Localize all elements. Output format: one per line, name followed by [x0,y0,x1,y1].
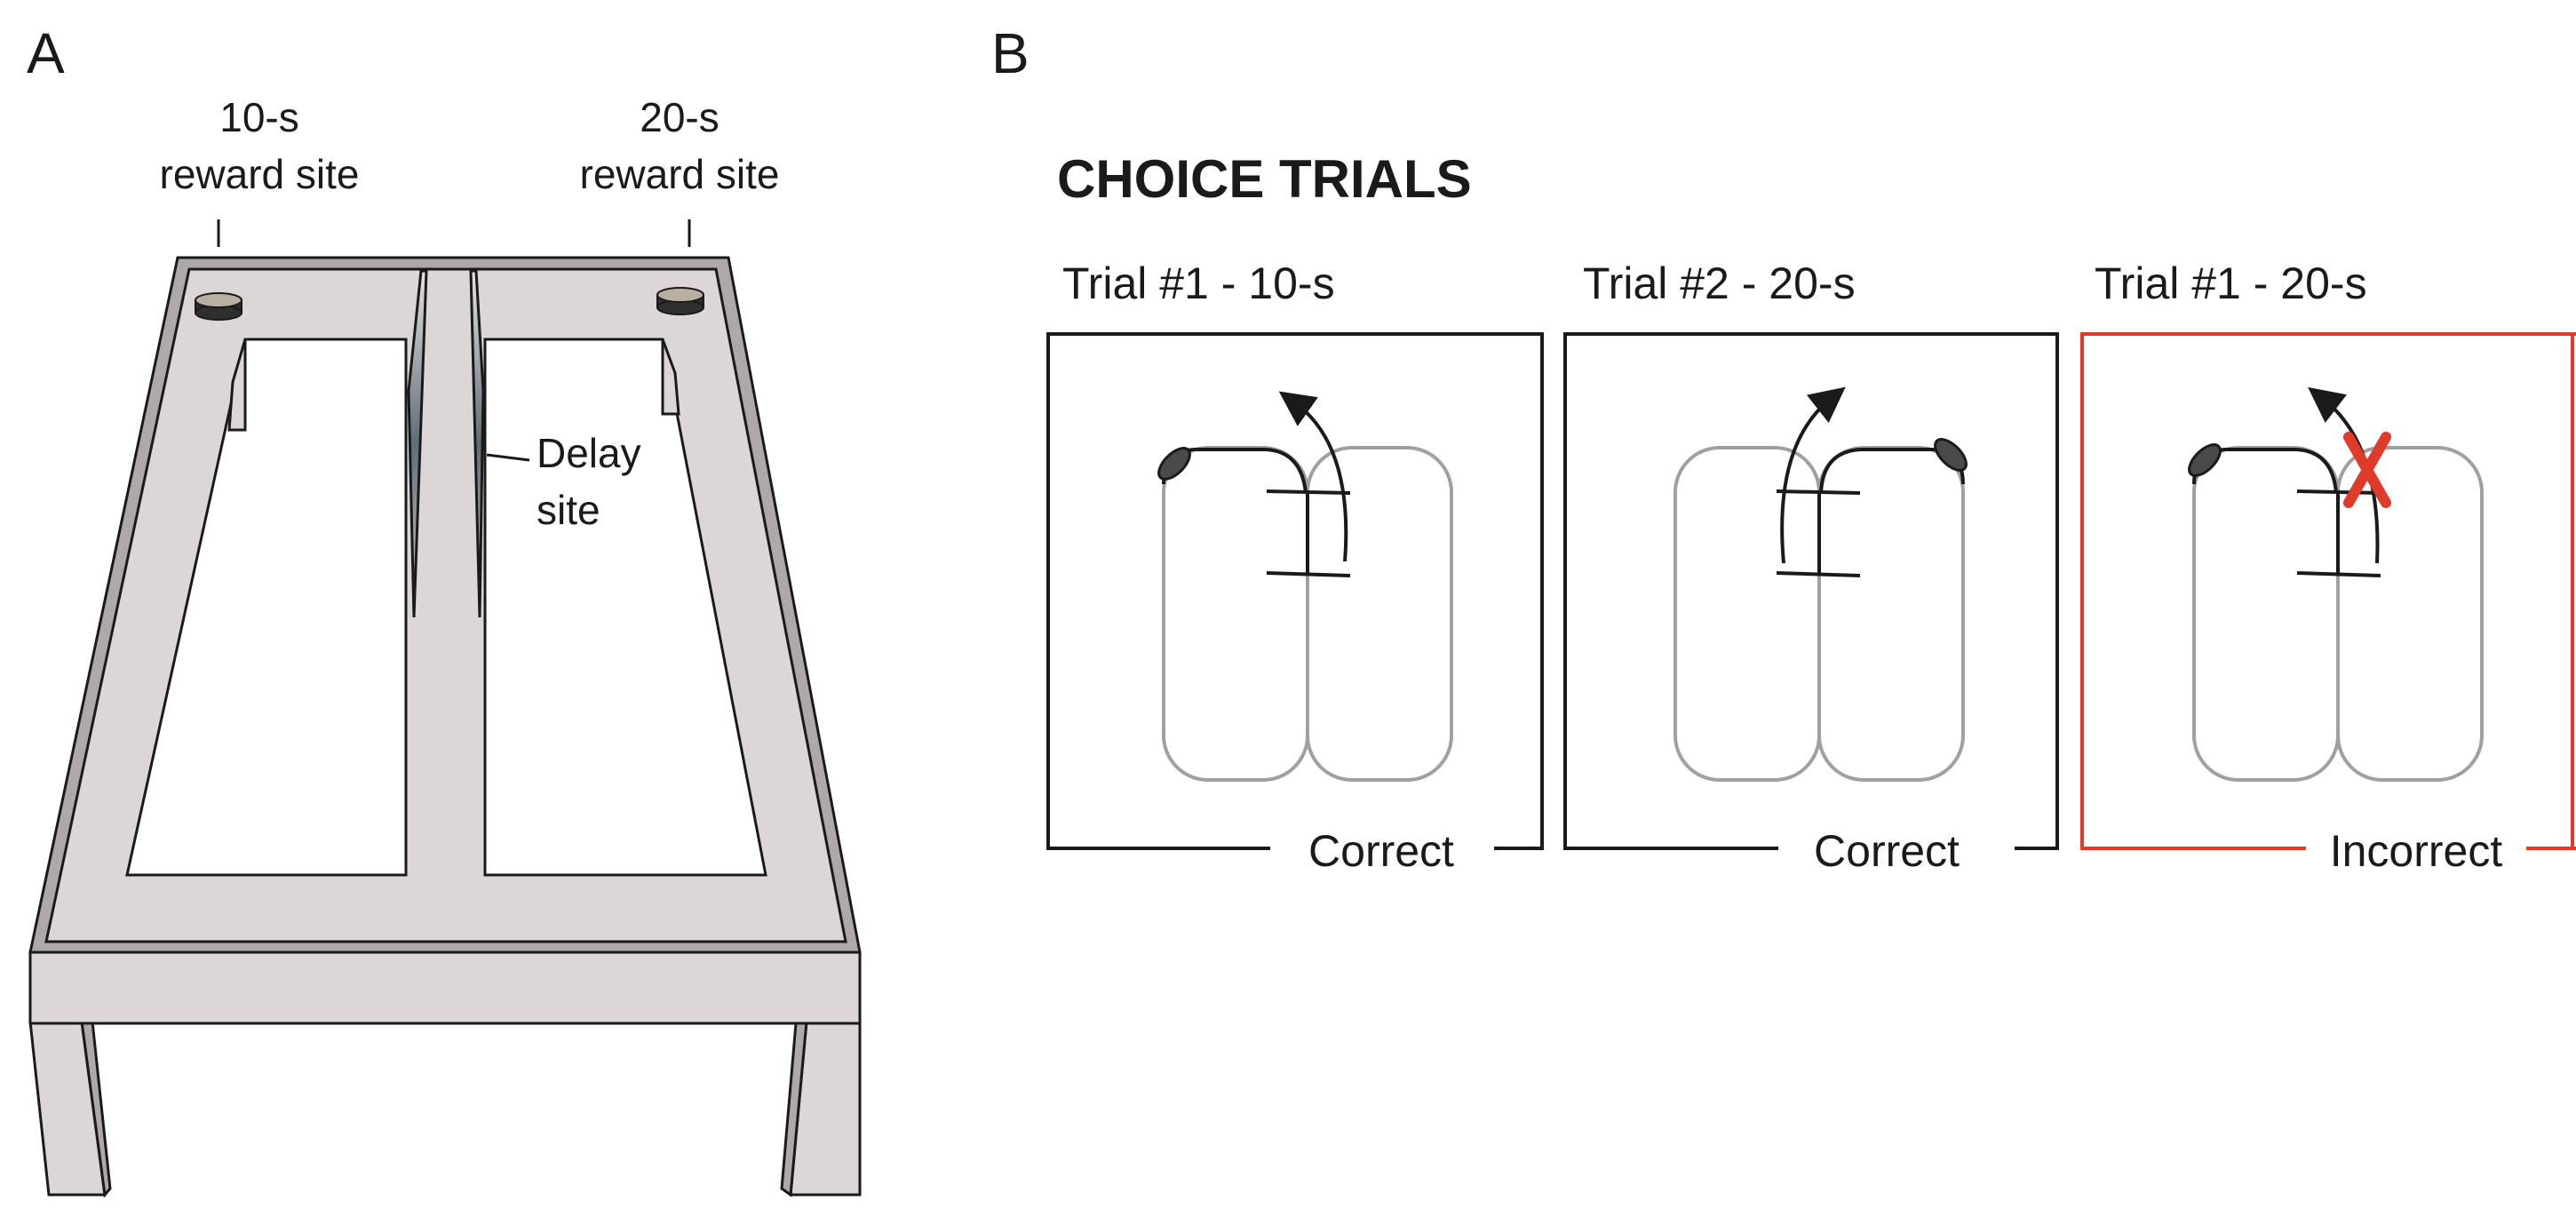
delay-site-label-line1: Delay [537,430,641,476]
trial-3-title: Trial #1 - 20-s [2095,259,2367,308]
center-divider-left [407,269,428,618]
center-divider-right [469,269,485,618]
trial-1-reward-cup [1157,447,1191,481]
delay-site-leader [486,453,530,462]
trial-3: Trial #1 - 20-s Incorrect [2080,259,2576,876]
trial-3-result: Incorrect [2330,826,2503,876]
reward-10-label-line2: reward site [160,151,360,197]
trial-1-frame [1046,332,1544,850]
trial-2-frame [1563,332,2059,850]
right-arm-opening [483,338,767,877]
trial-1-title: Trial #1 - 10-s [1062,259,1335,308]
reward-20-label-line1: 20-s [640,94,719,140]
error-x-mark [2343,432,2391,508]
trial-1-path-arrow [1278,391,1348,562]
panel-a-letter: A [27,21,65,85]
reward-10-label-line1: 10-s [219,94,298,140]
trial-2-result: Correct [1814,826,1960,876]
reward-cup-10s [195,292,242,321]
panel-b-letter: B [991,21,1030,85]
choice-trials-heading: CHOICE TRIALS [1057,149,1472,209]
panel-b: B CHOICE TRIALS Trial #1 - 10-s Correct … [991,21,2576,876]
trial-2-reward-cup [1934,438,1968,472]
left-arm-wall [227,338,247,432]
trial-3-frame [2080,332,2576,850]
delay-site-label-line2: site [537,487,600,533]
reward-cup-20s [656,287,704,315]
trial-1: Trial #1 - 10-s Correct [1046,259,1544,876]
trial-2: Trial #2 - 20-s Correct [1563,259,2059,876]
right-arm-wall [661,338,680,416]
trial-3-maze [2188,386,2484,782]
table-front-apron [28,950,862,1025]
trial-1-result: Correct [1308,826,1454,876]
left-arm-opening [125,338,408,877]
reward-20-label-line2: reward site [580,151,780,197]
trial-2-title: Trial #2 - 20-s [1583,259,1856,308]
trial-2-path-arrow [1780,386,1846,564]
trial-1-maze [1157,391,1453,782]
trial-2-maze [1674,386,1968,782]
trial-3-reward-cup [2188,443,2222,477]
panel-a: A 10-s reward site 20-s reward site [27,21,862,1198]
